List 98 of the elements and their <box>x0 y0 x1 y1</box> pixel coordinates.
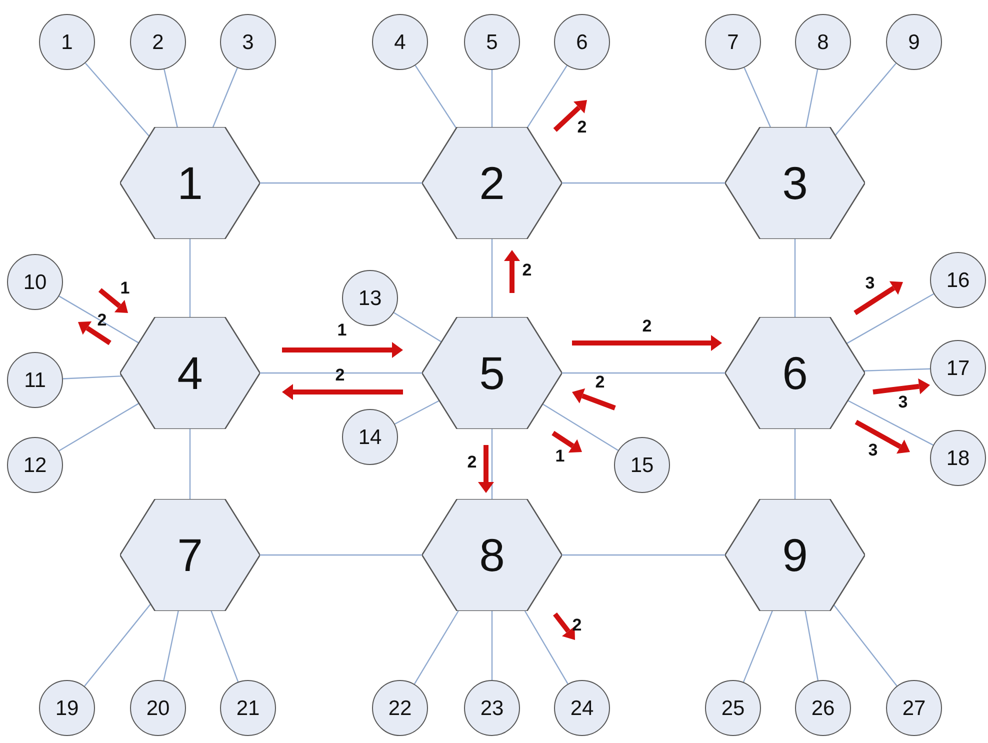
node-number: 5 <box>486 32 498 52</box>
node-number: 4 <box>394 32 406 52</box>
hexagon-node <box>422 317 562 429</box>
connector-line <box>414 65 457 129</box>
node-number: 3 <box>782 160 808 206</box>
arrow-label: 1 <box>120 280 130 296</box>
connector-line <box>526 65 568 128</box>
node-number: 10 <box>23 272 47 292</box>
arrow-label: 3 <box>865 274 875 292</box>
hexagon-node <box>120 499 260 611</box>
node-number: 4 <box>177 350 203 396</box>
hexagon-node <box>725 317 865 429</box>
connector-line <box>189 429 191 499</box>
connector-line <box>794 429 796 499</box>
connector-line <box>806 69 818 128</box>
arrow-label: 3 <box>868 442 878 458</box>
node-number: 5 <box>479 350 505 396</box>
connector-line <box>491 611 493 680</box>
connector-line <box>210 610 239 682</box>
connector-line <box>260 182 422 184</box>
node-number: 6 <box>782 350 808 396</box>
node-number: 27 <box>902 698 926 718</box>
connector-line <box>794 239 796 317</box>
arrow-label: 3 <box>898 394 908 410</box>
arrow-label: 2 <box>335 366 345 384</box>
node-number: 20 <box>146 698 170 718</box>
connector-line <box>524 610 568 684</box>
node-number: 2 <box>479 160 505 206</box>
connector-line <box>562 554 725 556</box>
arrow-label: 2 <box>595 374 605 390</box>
arrow-label: 1 <box>337 322 347 338</box>
node-number: 18 <box>946 448 970 468</box>
node-number: 14 <box>358 426 382 448</box>
connector-line <box>58 296 140 344</box>
node-number: 1 <box>61 32 73 52</box>
connector-line <box>744 67 771 128</box>
connector-line <box>394 400 440 425</box>
connector-line <box>742 610 773 682</box>
connector-line <box>542 404 618 451</box>
node-number: 2 <box>152 32 164 52</box>
node-number: 23 <box>480 698 504 718</box>
connector-line <box>62 375 122 380</box>
arrow-label: 2 <box>522 262 532 278</box>
node-number: 17 <box>946 358 970 378</box>
hexagon-node <box>120 317 260 429</box>
connector-line <box>491 239 493 317</box>
node-number: 13 <box>358 288 382 308</box>
arrow-label: 2 <box>642 318 652 334</box>
node-number: 7 <box>727 32 739 52</box>
connector-line <box>164 69 178 128</box>
node-number: 8 <box>817 32 829 52</box>
arrow-label: 2 <box>467 454 477 470</box>
node-number: 8 <box>479 532 505 578</box>
connector-line <box>58 402 140 452</box>
connector-line <box>834 63 896 136</box>
connector-line <box>864 368 930 372</box>
connector-line <box>189 239 191 317</box>
node-number: 16 <box>946 270 970 290</box>
connector-line <box>846 293 934 344</box>
arrow-label: 2 <box>572 616 582 634</box>
node-number: 9 <box>782 532 808 578</box>
node-number: 12 <box>23 454 47 476</box>
node-number: 22 <box>388 698 412 718</box>
node-number: 1 <box>177 160 203 206</box>
connector-line <box>84 62 150 137</box>
connector-line <box>394 312 442 342</box>
connector-line <box>260 372 422 374</box>
connector-line <box>833 604 898 686</box>
node-number: 26 <box>811 698 835 718</box>
connector-line <box>212 68 238 128</box>
arrow-label: 1 <box>555 448 565 464</box>
connector-line <box>491 70 493 127</box>
node-number: 3 <box>242 32 254 52</box>
connector-line <box>804 610 819 681</box>
connector-line <box>84 604 152 687</box>
connector-line <box>163 610 179 681</box>
node-number: 21 <box>236 698 260 718</box>
arrow-label: 2 <box>577 118 587 136</box>
node-number: 24 <box>570 698 594 718</box>
node-number: 19 <box>55 698 79 718</box>
arrow-label: 2 <box>97 312 107 328</box>
connector-line <box>260 554 422 556</box>
hexagon-node <box>120 127 260 239</box>
node-number: 15 <box>630 454 654 476</box>
connector-line <box>562 182 725 184</box>
node-number: 25 <box>721 698 745 718</box>
node-number: 9 <box>908 32 920 52</box>
hexagon-node <box>422 499 562 611</box>
hexagon-node <box>725 127 865 239</box>
hexagon-node <box>422 127 562 239</box>
hexagon-node <box>725 499 865 611</box>
connector-line <box>414 610 459 684</box>
node-number: 6 <box>576 32 588 52</box>
connector-line <box>848 400 934 446</box>
node-number: 7 <box>177 532 203 578</box>
connector-line <box>491 429 493 499</box>
node-number: 11 <box>24 370 46 390</box>
connector-line <box>562 372 725 374</box>
